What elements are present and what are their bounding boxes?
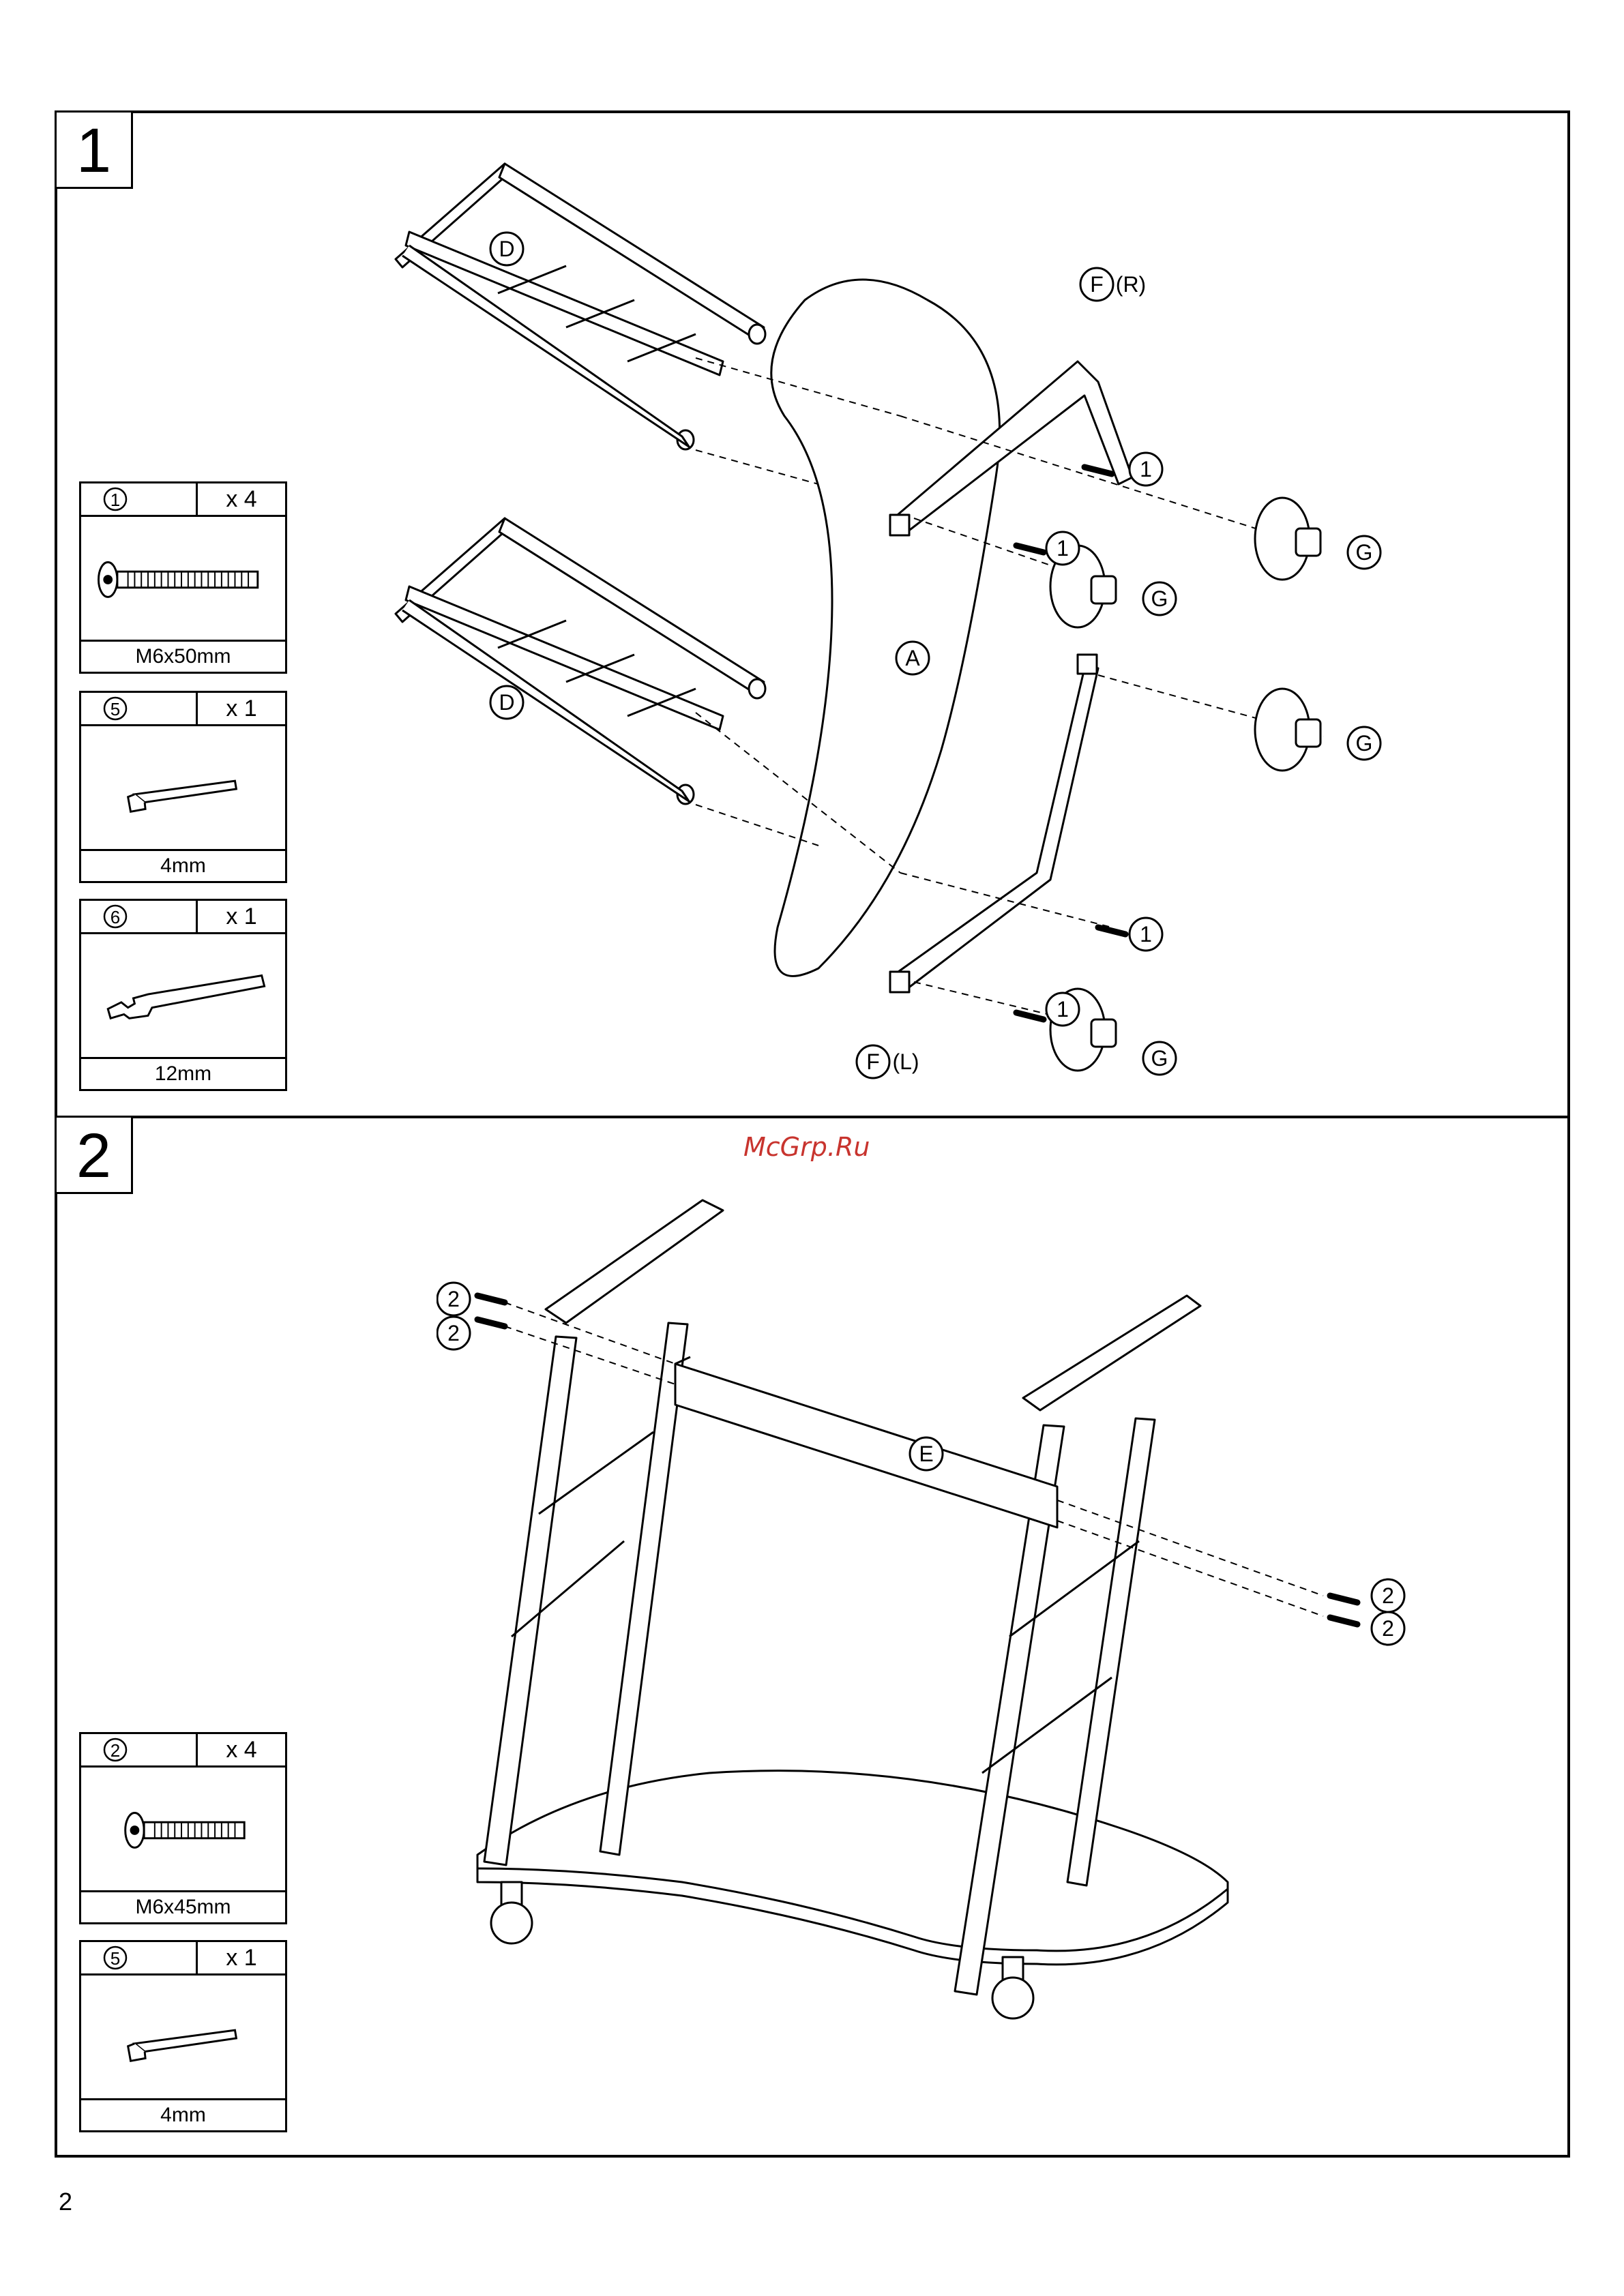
svg-text:5: 5: [110, 1948, 120, 1969]
allen-key-icon: [81, 726, 285, 849]
part-size: 4mm: [81, 849, 285, 881]
part-quantity: x 4: [198, 1734, 285, 1765]
parts-box-allen-key: 5 x 1 4mm: [79, 1940, 287, 2132]
part-size: 4mm: [81, 2098, 285, 2130]
leg-left: [484, 1337, 576, 1865]
wrench-icon: [81, 934, 285, 1057]
part-id: 5: [81, 1942, 198, 1973]
svg-text:1: 1: [1140, 922, 1152, 946]
part-quantity: x 4: [198, 483, 285, 515]
part-id: 1: [81, 483, 198, 515]
part-quantity: x 1: [198, 901, 285, 932]
part-id: 5: [81, 693, 198, 724]
svg-text:5: 5: [110, 699, 120, 719]
parts-box-header: 1 x 4: [81, 483, 285, 517]
svg-text:1: 1: [110, 490, 120, 510]
svg-text:A: A: [905, 646, 920, 670]
svg-text:G: G: [1151, 1046, 1168, 1071]
allen-key-icon: [81, 1976, 285, 2098]
svg-text:6: 6: [110, 907, 120, 927]
beam-e: [675, 1364, 1057, 1527]
step-2-number: 2: [55, 1116, 133, 1194]
step-1-number: 1: [55, 110, 133, 189]
svg-text:2: 2: [447, 1321, 460, 1345]
page-number: 2: [59, 2188, 72, 2216]
bolt-icon: [81, 517, 285, 640]
leg-upper: [396, 164, 765, 449]
step-2-assembly-drawing: 2 2 2 2 E: [437, 1159, 1460, 2128]
leg-lower: [396, 518, 765, 804]
base-shelf: [477, 1771, 1228, 1965]
part-size: M6x45mm: [81, 1890, 285, 1922]
svg-text:F: F: [866, 1049, 880, 1074]
svg-text:G: G: [1151, 586, 1168, 611]
svg-text:G: G: [1356, 731, 1373, 756]
svg-text:1: 1: [1140, 457, 1152, 481]
bolt-icon: [81, 1768, 285, 1890]
svg-text:F: F: [1090, 272, 1104, 297]
svg-text:2: 2: [1382, 1583, 1394, 1608]
parts-box-header: 5 x 1: [81, 693, 285, 726]
svg-text:(R): (R): [1116, 272, 1146, 297]
part-size: 12mm: [81, 1057, 285, 1089]
svg-text:1: 1: [1057, 536, 1069, 561]
step-1-assembly-drawing: D D A F (R) F (L) 1 1 1 1 G G G G: [341, 123, 1501, 1112]
part-quantity: x 1: [198, 1942, 285, 1973]
svg-text:G: G: [1356, 540, 1373, 565]
parts-box-header: 2 x 4: [81, 1734, 285, 1768]
part-id: 6: [81, 901, 198, 932]
parts-box-allen-key: 5 x 1 4mm: [79, 691, 287, 883]
parts-box-screw-2: 2 x 4 M6x45mm: [79, 1732, 287, 1924]
svg-text:E: E: [919, 1442, 933, 1466]
svg-text:2: 2: [110, 1740, 120, 1761]
watermark: McGrp.Ru: [743, 1132, 870, 1162]
svg-text:2: 2: [447, 1287, 460, 1311]
svg-text:1: 1: [1057, 997, 1069, 1022]
svg-text:D: D: [499, 690, 514, 715]
svg-text:2: 2: [1382, 1616, 1394, 1641]
parts-box-header: 5 x 1: [81, 1942, 285, 1976]
svg-text:(L): (L): [892, 1049, 919, 1074]
parts-box-wrench: 6 x 1 12mm: [79, 899, 287, 1091]
panel-a: [771, 280, 1000, 976]
parts-box-header: 6 x 1: [81, 901, 285, 934]
svg-text:D: D: [499, 237, 514, 261]
parts-box-screw-1: 1 x 4 M6x50mm: [79, 481, 287, 674]
part-quantity: x 1: [198, 693, 285, 724]
part-id: 2: [81, 1734, 198, 1765]
part-size: M6x50mm: [81, 640, 285, 672]
